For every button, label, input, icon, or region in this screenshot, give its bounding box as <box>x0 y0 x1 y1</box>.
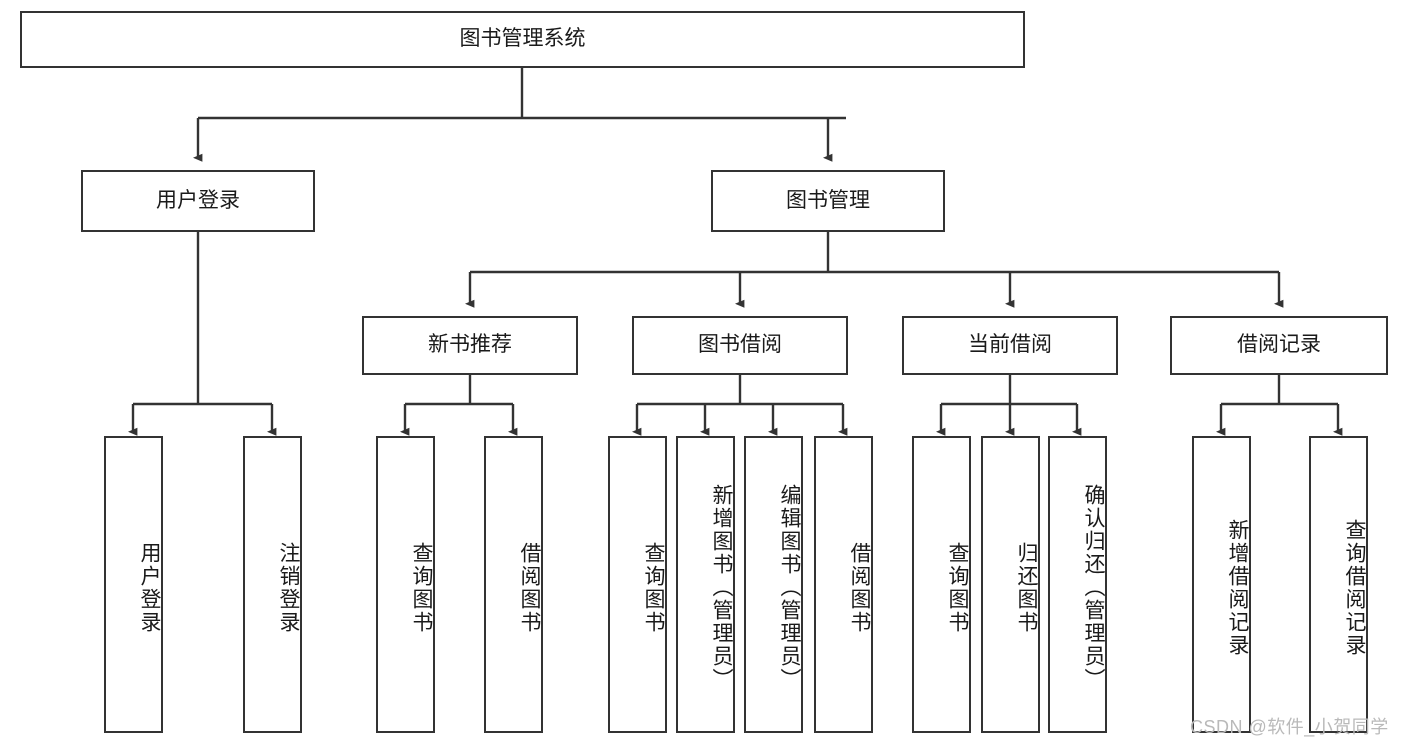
leaf-return-book[interactable]: 归还图书 <box>981 436 1040 733</box>
leaf-user-login-label: 用户登录 <box>138 541 161 634</box>
node-book-management[interactable]: 图书管理 <box>711 170 945 232</box>
leaf-borrow-book-2-label: 借阅图书 <box>848 541 871 634</box>
leaf-logout[interactable]: 注销登录 <box>243 436 302 733</box>
leaf-query-book-2[interactable]: 查询图书 <box>608 436 667 733</box>
leaf-query-book-2-label: 查询图书 <box>642 541 665 634</box>
leaf-confirm-return[interactable]: 确认归还（管理员） <box>1048 436 1107 733</box>
node-book-borrow-label: 图书借阅 <box>698 333 782 357</box>
leaf-edit-book[interactable]: 编辑图书（管理员） <box>744 436 803 733</box>
node-current-borrow-label: 当前借阅 <box>968 333 1052 357</box>
leaf-borrow-book-1[interactable]: 借阅图书 <box>484 436 543 733</box>
leaf-add-record[interactable]: 新增借阅记录 <box>1192 436 1251 733</box>
node-root-label: 图书管理系统 <box>459 27 586 51</box>
node-book-borrow[interactable]: 图书借阅 <box>632 316 848 375</box>
leaf-add-book-label: 新增图书（管理员） <box>710 484 733 691</box>
leaf-logout-label: 注销登录 <box>277 541 300 634</box>
node-root[interactable]: 图书管理系统 <box>20 11 1025 68</box>
watermark: CSDN @软件_小贺同学 <box>1190 717 1389 737</box>
node-book-management-label: 图书管理 <box>786 188 870 212</box>
node-user-login-label: 用户登录 <box>156 188 240 212</box>
leaf-borrow-book-2[interactable]: 借阅图书 <box>814 436 873 733</box>
node-current-borrow[interactable]: 当前借阅 <box>902 316 1118 375</box>
leaf-query-book-1[interactable]: 查询图书 <box>376 436 435 733</box>
leaf-confirm-return-label: 确认归还（管理员） <box>1082 484 1105 691</box>
node-borrow-record-label: 借阅记录 <box>1237 333 1321 357</box>
leaf-edit-book-label: 编辑图书（管理员） <box>778 484 801 691</box>
leaf-query-book-3[interactable]: 查询图书 <box>912 436 971 733</box>
leaf-query-book-3-label: 查询图书 <box>946 541 969 634</box>
node-user-login[interactable]: 用户登录 <box>81 170 315 232</box>
node-borrow-record[interactable]: 借阅记录 <box>1170 316 1388 375</box>
leaf-user-login[interactable]: 用户登录 <box>104 436 163 733</box>
node-new-book-recommend-label: 新书推荐 <box>428 333 512 357</box>
leaf-return-book-label: 归还图书 <box>1015 541 1038 634</box>
leaf-query-record-label: 查询借阅记录 <box>1343 518 1366 657</box>
leaf-borrow-book-1-label: 借阅图书 <box>518 541 541 634</box>
leaf-add-record-label: 新增借阅记录 <box>1226 518 1249 657</box>
leaf-add-book[interactable]: 新增图书（管理员） <box>676 436 735 733</box>
leaf-query-book-1-label: 查询图书 <box>410 541 433 634</box>
leaf-query-record[interactable]: 查询借阅记录 <box>1309 436 1368 733</box>
node-new-book-recommend[interactable]: 新书推荐 <box>362 316 578 375</box>
